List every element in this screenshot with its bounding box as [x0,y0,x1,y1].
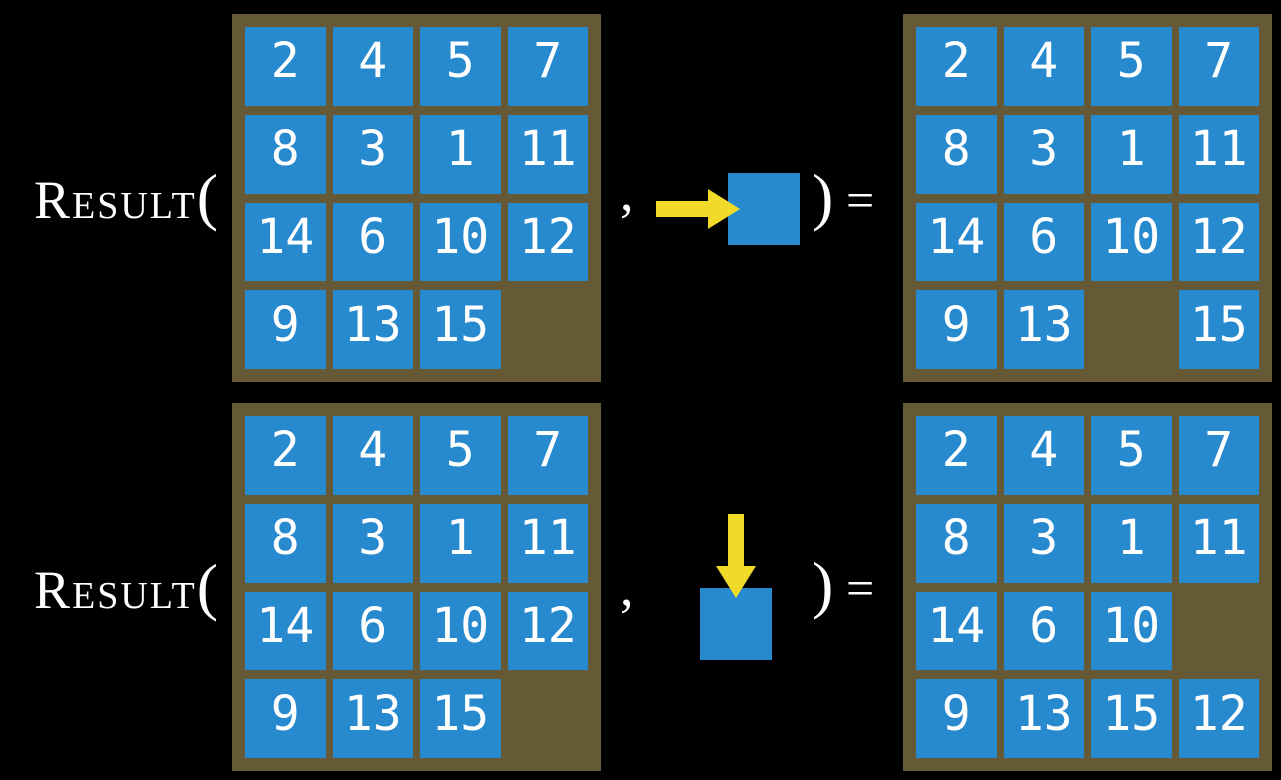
action-tile [728,173,800,245]
tile-6: 6 [1003,591,1084,671]
result-call-2: Result( [34,555,218,620]
tile-12: 12 [1178,679,1259,758]
blank-cell [1091,290,1172,369]
tile-1: 1 [1091,114,1172,194]
tile-4: 4 [332,27,413,106]
tile-15: 15 [1178,290,1259,369]
tile-13: 13 [1003,679,1084,758]
tile-6: 6 [332,591,413,671]
tile-4: 4 [1003,27,1084,106]
tile-8: 8 [245,114,326,194]
tile-10: 10 [420,202,501,282]
tile-11: 11 [1178,114,1259,194]
tile-1: 1 [420,114,501,194]
tile-4: 4 [332,416,413,495]
tile-2: 2 [245,27,326,106]
close-paren: ) [812,549,834,620]
blank-cell [1179,592,1260,671]
tile-13: 13 [1003,290,1084,369]
tile-14: 14 [916,202,997,282]
tile-15: 15 [420,679,501,758]
tile-1: 1 [1091,503,1172,583]
tile-3: 3 [332,503,413,583]
blank-cell [508,679,589,758]
tile-3: 3 [1003,503,1084,583]
tile-14: 14 [245,591,326,671]
tile-11: 11 [507,503,588,583]
tile-2: 2 [916,416,997,495]
tile-7: 7 [507,416,588,495]
function-name: Result [34,170,197,230]
tile-14: 14 [245,202,326,282]
tile-6: 6 [332,202,413,282]
tile-8: 8 [245,503,326,583]
tile-15: 15 [420,290,501,369]
tile-4: 4 [1003,416,1084,495]
tile-12: 12 [507,591,588,671]
tile-7: 7 [507,27,588,106]
tile-5: 5 [420,27,501,106]
tile-3: 3 [1003,114,1084,194]
tile-5: 5 [1091,27,1172,106]
down-arrow-icon [716,514,756,598]
tile-11: 11 [1178,503,1259,583]
tile-7: 7 [1178,27,1259,106]
tile-5: 5 [1091,416,1172,495]
equals-sign: = [846,172,875,228]
tile-9: 9 [245,679,326,758]
tile-2: 2 [916,27,997,106]
tile-6: 6 [1003,202,1084,282]
result-call-1: Result( [34,165,218,230]
tile-11: 11 [507,114,588,194]
open-paren: ( [196,551,219,622]
tile-3: 3 [332,114,413,194]
tile-9: 9 [245,290,326,369]
tile-9: 9 [916,679,997,758]
tile-13: 13 [332,679,413,758]
tile-8: 8 [916,503,997,583]
tile-1: 1 [420,503,501,583]
close-paren: ) [812,161,834,232]
tile-14: 14 [916,591,997,671]
tile-10: 10 [1091,202,1172,282]
equals-sign: = [846,560,875,616]
tile-10: 10 [420,591,501,671]
open-paren: ( [196,161,219,232]
tile-2: 2 [245,416,326,495]
comma: , [620,557,634,617]
tile-5: 5 [420,416,501,495]
tile-13: 13 [332,290,413,369]
tile-12: 12 [507,202,588,282]
blank-cell [508,290,589,369]
comma: , [620,162,634,222]
tile-15: 15 [1091,679,1172,758]
right-arrow-icon [656,189,740,229]
tile-12: 12 [1178,202,1259,282]
function-name: Result [34,560,197,620]
action-tile [700,588,772,660]
tile-7: 7 [1178,416,1259,495]
tile-8: 8 [916,114,997,194]
tile-9: 9 [916,290,997,369]
tile-10: 10 [1091,591,1172,671]
